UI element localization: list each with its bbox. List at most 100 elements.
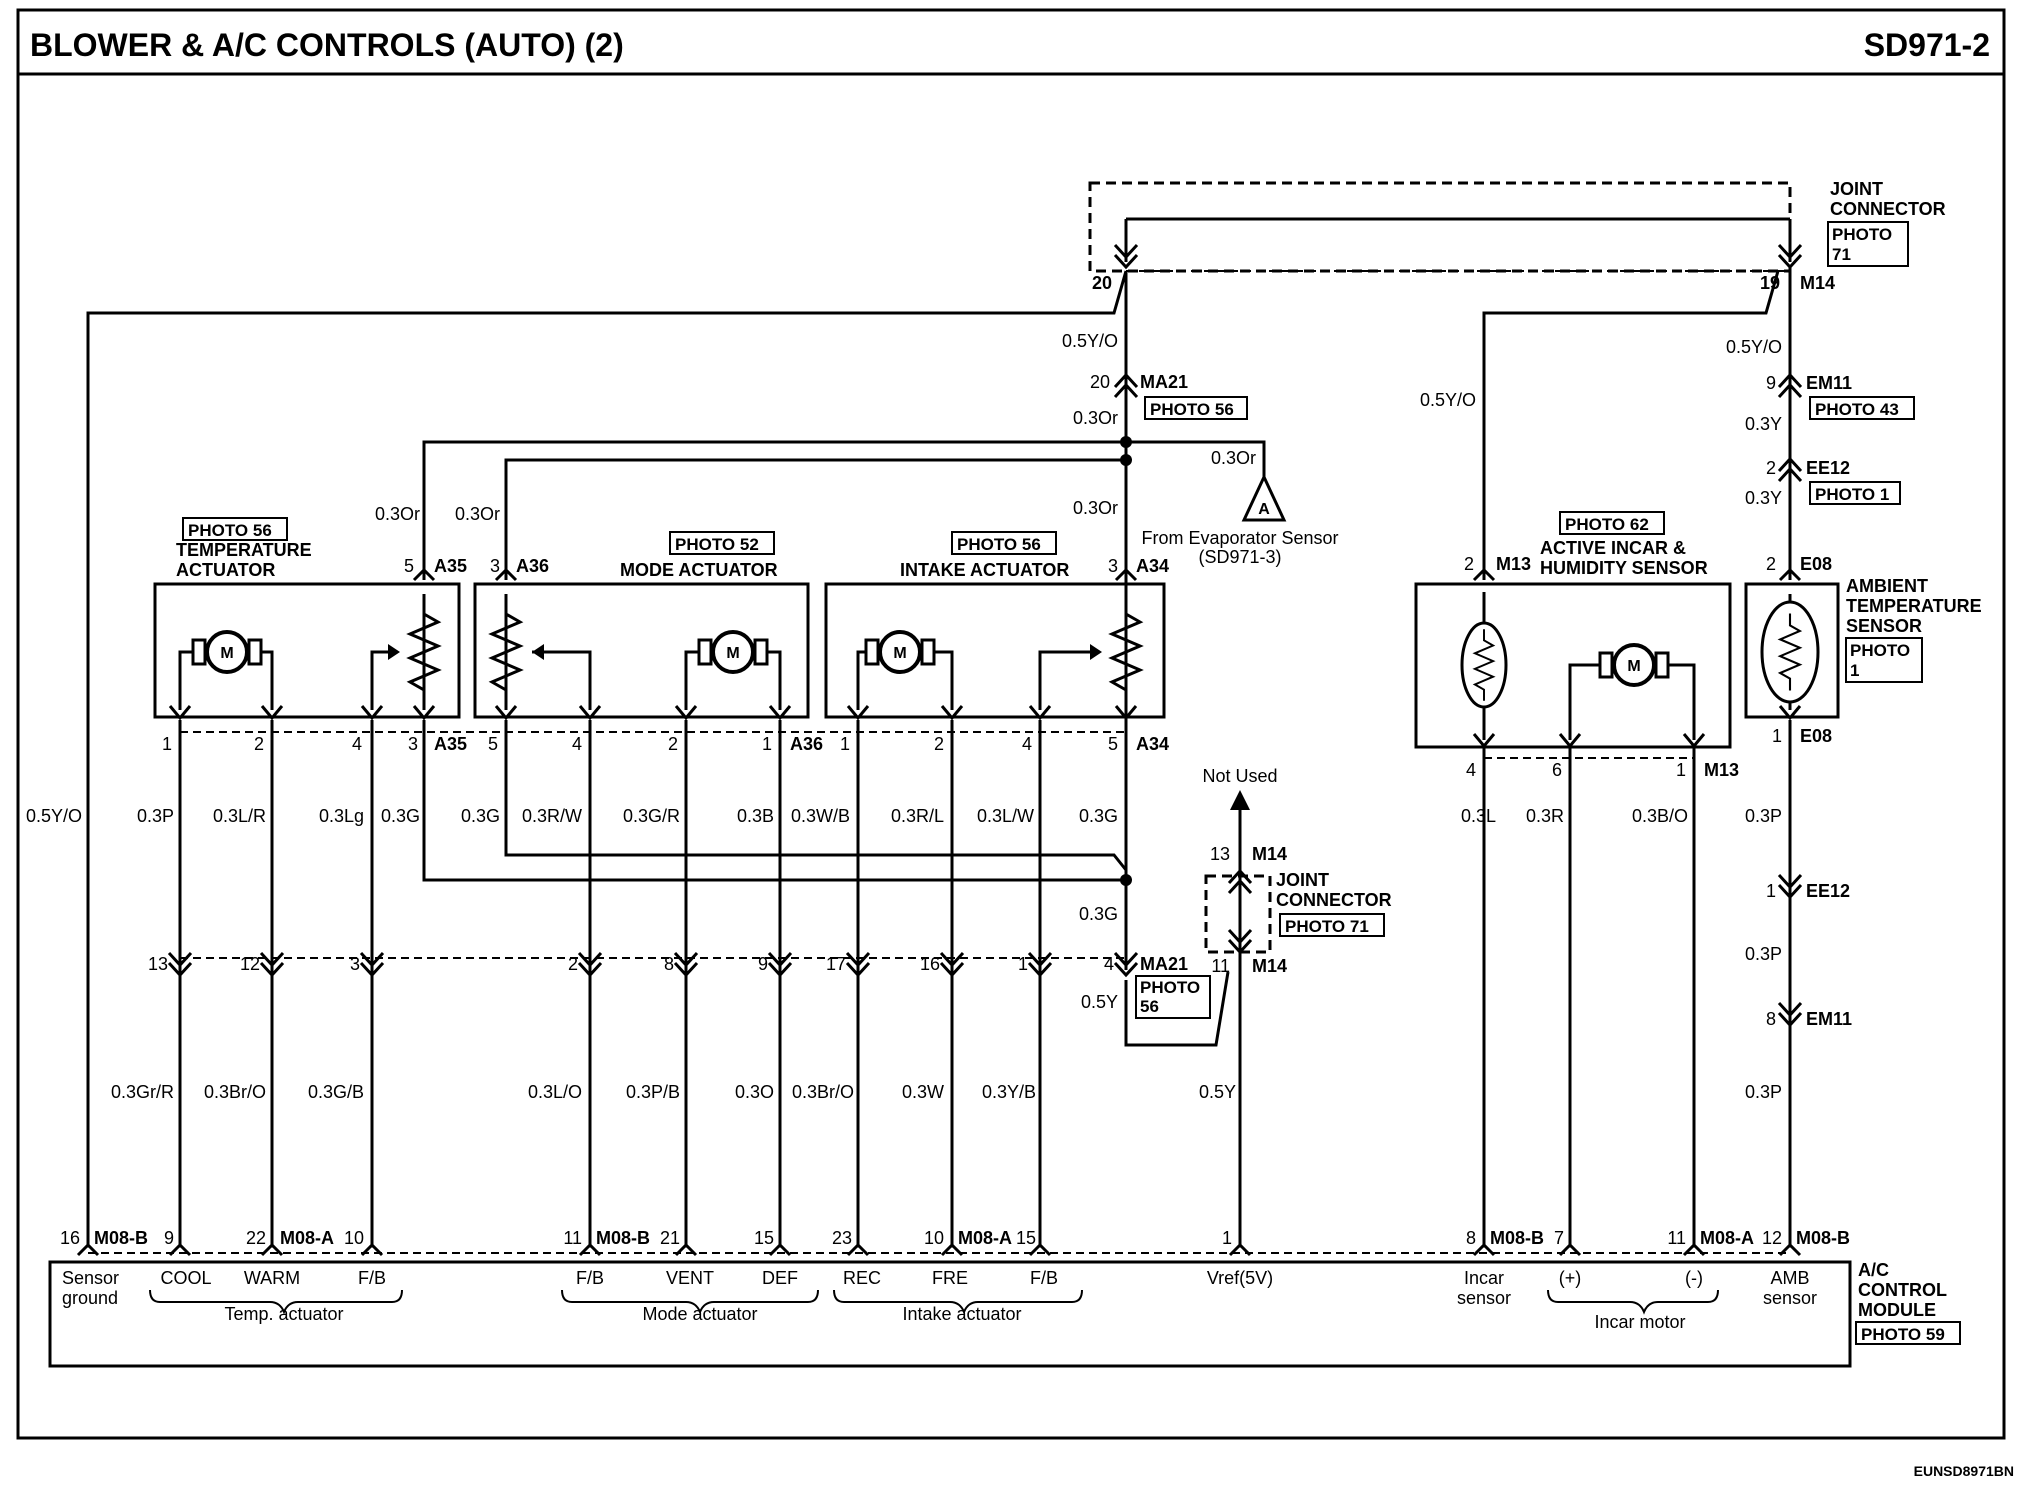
diagram-code: SD971-2 [1864,27,1990,63]
wire-label: 0.5Y/O [1420,390,1476,410]
module-pin: 11 [563,1228,582,1248]
em11-photo: PHOTO 43 [1815,400,1899,419]
module-pin: 12 [1762,1228,1782,1248]
wire-label: 0.3R/L [891,806,944,826]
pin-label: 2 [934,734,944,754]
pin-label: 17 [826,954,846,974]
jc-mid-pin-bottom: 11 [1211,956,1230,976]
incar-name: ACTIVE INCAR & [1540,538,1686,558]
temperature-actuator [153,582,461,719]
jc-top-label2: CONNECTOR [1830,199,1946,219]
pin-label: 1 [840,734,850,754]
wire-label: 0.3G [1079,806,1118,826]
evaporator-ref-symbol: A [1258,501,1270,518]
terminal-label: sensor [1763,1288,1817,1308]
jc-top-pin-left: 20 [1092,273,1112,293]
terminal-label: VENT [666,1268,714,1288]
wire-label: 0.3W/B [791,806,850,826]
terminal-label: REC [843,1268,881,1288]
pin-label: 9 [758,954,768,974]
conn-label: A35 [434,556,467,576]
pin-label: 1 [762,734,772,754]
wire-label: 0.3Or [455,504,500,524]
evaporator-ref: (SD971-3) [1198,547,1281,567]
conn-label: A35 [434,734,467,754]
wire-label: 0.3W [902,1082,944,1102]
terminal-label: sensor [1457,1288,1511,1308]
ambient-name3: SENSOR [1846,616,1922,636]
jc-top-photo-num: 71 [1832,245,1851,264]
incar-motor-icon [1598,643,1670,687]
terminal-label: F/B [576,1268,604,1288]
jc-mid-photo: PHOTO 71 [1285,917,1369,936]
intake-actuator [824,582,1166,719]
ambient-photo: PHOTO [1850,641,1910,660]
conn-label: M13 [1496,554,1531,574]
group-label-intake: Intake actuator [902,1304,1021,1324]
jc-top-conn: M14 [1800,273,1835,293]
module-name3: MODULE [1858,1300,1936,1320]
mode-actuator-motor-icon [697,630,769,674]
pin-label: 1 [1018,954,1028,974]
pin-label: 9 [1766,373,1776,393]
module-conn: M08-B [1796,1228,1850,1248]
wire-label: 0.3L/W [977,806,1034,826]
conn-label: A36 [516,556,549,576]
temp-actuator-name: TEMPERATURE [176,540,312,560]
pin-label: 1 [1772,726,1782,746]
wire-label: 0.3O [735,1082,774,1102]
pin-label: 13 [148,954,168,974]
terminal-label: AMB [1770,1268,1809,1288]
wire-sensor-ground [86,270,1128,1245]
wire-label: 0.3G/R [623,806,680,826]
jc-mid-label2: CONNECTOR [1276,890,1392,910]
joint-connector-top [1088,181,1792,273]
conn-label: E08 [1800,554,1832,574]
temp-actuator-motor-icon [191,630,263,674]
conn-label: A34 [1136,734,1169,754]
wire-label: 0.3Br/O [792,1082,854,1102]
module-pin: 7 [1554,1228,1564,1248]
wire-label: 0.5Y/O [26,806,82,826]
page-frame [16,8,2006,1440]
ambient-name: AMBIENT [1846,576,1928,596]
module-pin: 15 [754,1228,774,1248]
wire-label: 0.3Or [1073,498,1118,518]
wire-label: 0.3R [1526,806,1564,826]
terminal-label: FRE [932,1268,968,1288]
pin-label: 2 [1464,554,1474,574]
terminal-label: WARM [244,1268,300,1288]
jc-mid-conn-bottom: M14 [1252,956,1287,976]
mode-actuator-name: MODE ACTUATOR [620,560,778,580]
conn-label: EE12 [1806,458,1850,478]
ma21-bottom-photo-num: 56 [1140,997,1159,1016]
pin-label: 4 [572,734,582,754]
temp-actuator-name2: ACTUATOR [176,560,275,580]
pin-label: 5 [488,734,498,754]
ee12-photo: PHOTO 1 [1815,485,1889,504]
terminal-label: COOL [160,1268,211,1288]
ambient-photo-num: 1 [1850,661,1859,680]
pin-label: 3 [1108,556,1118,576]
module-pin: 8 [1466,1228,1476,1248]
footer-code: EUNSD8971BN [1914,1463,2014,1479]
pin-label: 6 [1552,760,1562,780]
pin-label: 1 [162,734,172,754]
module-name: A/C [1858,1260,1889,1280]
ma21-top-photo: PHOTO 56 [1150,400,1234,419]
module-conn: M08-B [1490,1228,1544,1248]
jc-mid-label: JOINT [1276,870,1329,890]
ma21-top-conn: MA21 [1140,372,1188,392]
wire-label: 0.5Y [1081,992,1118,1012]
jc-top-photo-box [1827,221,1909,267]
wire-label: 0.3P [1745,806,1782,826]
pin-label: 4 [1022,734,1032,754]
not-used-label: Not Used [1202,766,1277,786]
incar-photo: PHOTO 62 [1565,515,1649,534]
incar-humidity-sensor [1414,582,1732,749]
pin-label: 12 [240,954,260,974]
module-pin: 9 [164,1228,174,1248]
conn-label: EM11 [1806,373,1852,393]
terminal-label: F/B [358,1268,386,1288]
